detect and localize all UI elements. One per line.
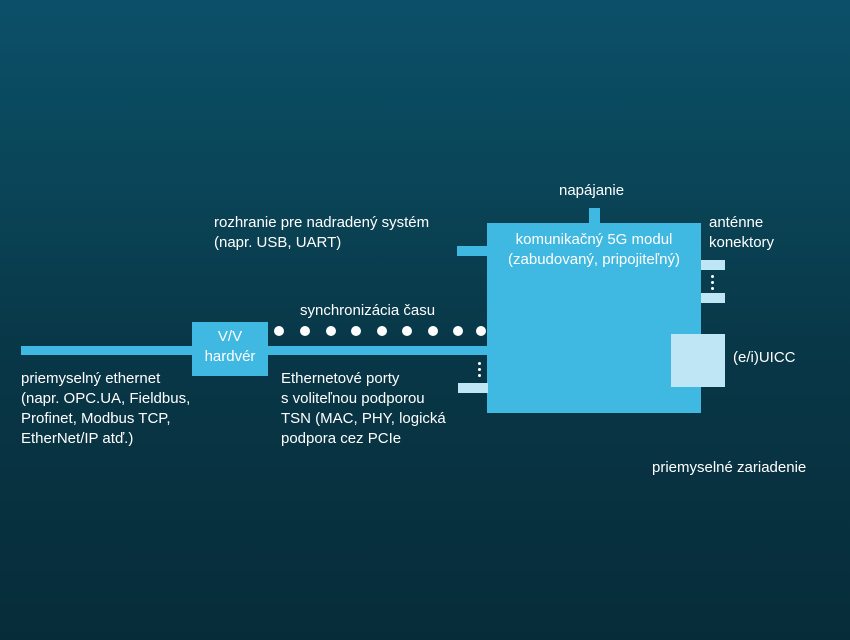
time-sync-dot (453, 326, 463, 336)
time-sync-dot (274, 326, 284, 336)
time-sync-dot (351, 326, 361, 336)
antenna-connector-2 (701, 293, 725, 303)
uicc-label: (e/i)UICC (733, 349, 796, 366)
ethernet-port-line (267, 346, 488, 355)
uicc-chip (671, 334, 725, 387)
io-hardware-label: V/V hardvér (204, 328, 256, 365)
power-label: napájanie (559, 182, 625, 199)
industrial-ethernet-label: priemyselný ethernet (napr. OPC.UA, Fiel… (21, 370, 191, 447)
industrial-devices-label: priemyselné zariadenie (652, 459, 807, 476)
time-sync-dot (326, 326, 336, 336)
io-hardware-box (192, 322, 268, 376)
ethernet-ports-label: Ethernetové porty s voliteľnou podporou … (281, 370, 446, 447)
time-sync-dot (402, 326, 412, 336)
antenna-label: anténne konektory (709, 214, 775, 251)
time-sync-dot (377, 326, 387, 336)
5g-module-label: komunikačný 5G modul (zabudovaný, pripoj… (508, 231, 680, 268)
time-sync-dot (476, 326, 486, 336)
ethernet-port-connector (458, 383, 488, 393)
time-sync-dot (428, 326, 438, 336)
host-interface-label: rozhranie pre nadradený systém (napr. US… (214, 214, 430, 251)
antenna-ellipsis (711, 275, 715, 293)
time-sync-dot (300, 326, 310, 336)
industrial-ethernet-line (21, 346, 193, 355)
time-sync-label: synchronizácia času (300, 302, 436, 319)
antenna-connector-1 (701, 260, 725, 270)
ethernet-port-ellipsis (478, 362, 482, 380)
host-interface-connector (457, 246, 488, 256)
power-connector (589, 208, 600, 224)
5g-module-box (487, 223, 701, 413)
